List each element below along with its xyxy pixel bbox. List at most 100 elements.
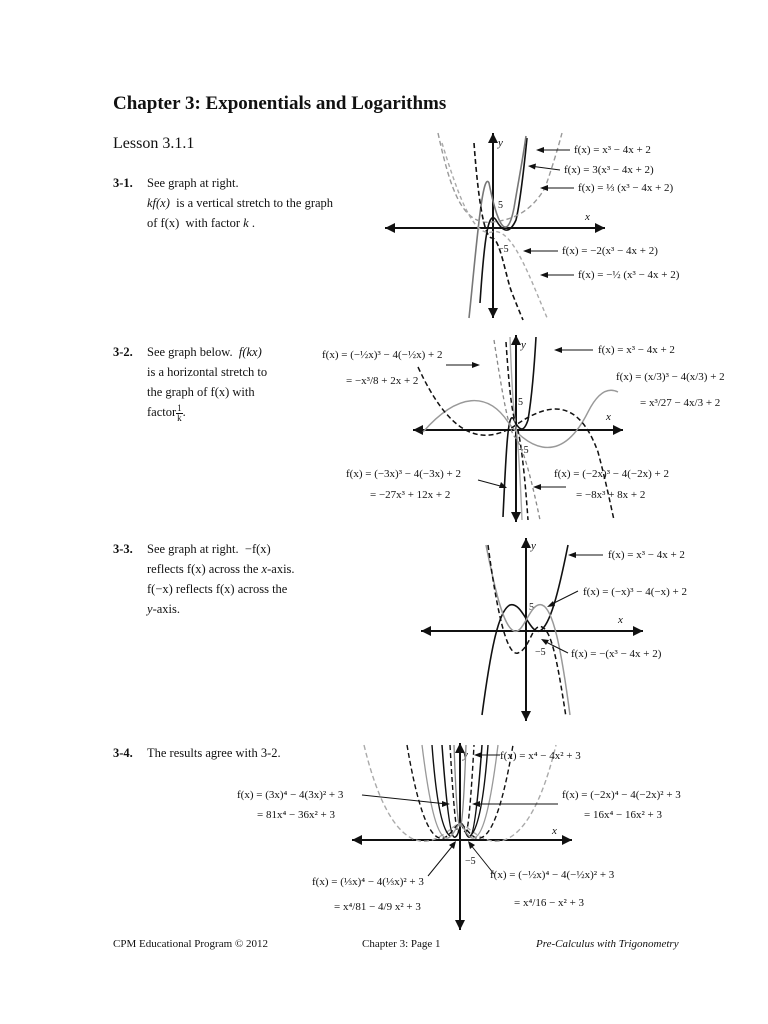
y-axis-label: y bbox=[530, 540, 536, 552]
problem-line: reflects bbox=[175, 582, 213, 596]
curve-neg-half bbox=[441, 142, 549, 321]
curve-label: f(x) = x⁴ − 4x² + 3 bbox=[500, 750, 581, 762]
curve-neg-2x bbox=[505, 341, 529, 521]
graph-3-3: y x 5 −5 f(x) = x³ − 4x + 2 f(x) = (−x)³… bbox=[421, 538, 687, 721]
curve-label: f(x) = ⅓ (x³ − 4x + 2) bbox=[578, 182, 674, 194]
y-axis-arrow-bottom bbox=[511, 512, 521, 522]
y-axis-arrow-top bbox=[511, 335, 521, 345]
arrowhead bbox=[474, 752, 482, 758]
curve-label: f(x) = 3(x³ − 4x + 2) bbox=[564, 164, 654, 176]
x-axis-arrow-right bbox=[562, 835, 572, 845]
tick-label: 5 bbox=[498, 200, 503, 211]
x-axis-arrow-right bbox=[613, 425, 623, 435]
leader-arrow bbox=[469, 843, 495, 875]
problem-line: See graph below. bbox=[147, 345, 233, 359]
leader-arrow bbox=[361, 794, 448, 805]
x-axis-arrow-left bbox=[413, 425, 423, 435]
problem-line: factor bbox=[147, 405, 177, 419]
curve-label: f(x) = −(x³ − 4x + 2) bbox=[571, 648, 662, 660]
leader-arrow bbox=[427, 843, 455, 877]
x-axis-label: x bbox=[551, 825, 557, 837]
arrowhead bbox=[472, 362, 480, 368]
problem-3-2: 3-2. See graph below. f(kx) is a horizon… bbox=[113, 342, 313, 422]
y-axis-arrow-bottom bbox=[488, 308, 498, 318]
arrowhead bbox=[554, 347, 562, 353]
chapter-title: Chapter 3: Exponentials and Logarithms bbox=[113, 93, 447, 114]
x-axis-label: x bbox=[605, 411, 611, 423]
arrowhead bbox=[536, 147, 544, 153]
curve-label: f(x) = (−3x)³ − 4(−3x) + 2 bbox=[346, 468, 461, 480]
curve-neg-3x bbox=[509, 336, 523, 521]
curve-neg-2 bbox=[473, 142, 524, 321]
leader-arrow bbox=[543, 640, 569, 654]
curve-stretch-3 bbox=[468, 135, 527, 319]
problem-3-3: 3-3. See graph at right. −f(x) reflects … bbox=[113, 539, 383, 619]
curve-label: = x³/27 − 4x/3 + 2 bbox=[640, 397, 720, 409]
curve-stretch-third bbox=[437, 132, 563, 223]
curve-label: f(x) = −½ (x³ − 4x + 2) bbox=[578, 269, 680, 281]
leader-arrow bbox=[549, 590, 579, 606]
footer-publisher: CPM Educational Program © 2012 bbox=[113, 938, 269, 950]
problem-line: See graph at right. bbox=[147, 542, 239, 556]
math-expression: x bbox=[261, 562, 268, 576]
curve-label: f(x) = x³ − 4x + 2 bbox=[574, 144, 651, 156]
curve-3x bbox=[453, 744, 467, 827]
curve-label: f(x) = (−x)³ − 4(−x) + 2 bbox=[583, 586, 687, 598]
arrowhead bbox=[568, 552, 576, 558]
problem-line: is a vertical stretch to the graph bbox=[176, 196, 334, 210]
curve-label: f(x) = x³ − 4x + 2 bbox=[608, 549, 685, 561]
problem-line: The results agree with 3-2. bbox=[147, 746, 281, 760]
x-axis-arrow-right bbox=[633, 626, 643, 636]
math-expression: −f(x) bbox=[244, 542, 271, 556]
curve-right-outer bbox=[469, 744, 489, 837]
tick-label: −5 bbox=[535, 647, 546, 658]
x-axis-label: x bbox=[584, 211, 590, 223]
x-axis-label: x bbox=[617, 614, 623, 626]
problem-line: the graph of bbox=[147, 385, 208, 399]
arrowhead bbox=[533, 484, 541, 490]
leader-arrow bbox=[477, 479, 505, 488]
problem-line: reflects bbox=[147, 562, 184, 576]
curve-label: f(x) = (−½x)³ − 4(−½x) + 2 bbox=[322, 349, 442, 361]
math-expression: k bbox=[243, 216, 249, 230]
arrowhead bbox=[528, 163, 536, 170]
curve-left-outer bbox=[431, 744, 451, 837]
tick-label: −5 bbox=[465, 856, 476, 867]
curve-label: = −x³/8 + 2x + 2 bbox=[346, 375, 418, 387]
curve-label: f(x) = (−½x)⁴ − 4(−½x)² + 3 bbox=[490, 869, 615, 881]
arrowhead bbox=[472, 801, 480, 807]
problem-number: 3-3. bbox=[113, 542, 133, 556]
arrowhead bbox=[499, 482, 507, 488]
problem-number: 3-2. bbox=[113, 345, 133, 359]
curve-alt-gray bbox=[493, 339, 541, 521]
y-axis-label: y bbox=[520, 339, 526, 351]
curve-label: = 16x⁴ − 16x² + 3 bbox=[584, 809, 662, 821]
problem-line: -axis. bbox=[152, 602, 180, 616]
problem-line: with factor bbox=[185, 216, 241, 230]
math-expression: of f(x) bbox=[147, 216, 180, 230]
math-expression: f(−x) bbox=[147, 582, 173, 596]
curve-label: = 81x⁴ − 36x² + 3 bbox=[257, 809, 335, 821]
problem-line: is a horizontal stretch to bbox=[147, 365, 268, 379]
graph-3-2: y x 5 −5 f(x) = (−½x)³ − 4(−½x) + 2 = −x… bbox=[322, 335, 725, 522]
x-axis-arrow-right bbox=[595, 223, 605, 233]
curve-gray-mid bbox=[421, 744, 499, 839]
y-axis-arrow-bottom bbox=[521, 711, 531, 721]
curve-label: f(x) = (x/3)³ − 4(x/3) + 2 bbox=[616, 371, 725, 383]
tick-label: −5 bbox=[498, 244, 509, 255]
curve-label: f(x) = (3x)⁴ − 4(3x)² + 3 bbox=[237, 789, 344, 801]
x-axis-arrow-left bbox=[352, 835, 362, 845]
arrowhead bbox=[547, 601, 555, 607]
arrowhead bbox=[541, 639, 549, 645]
math-expression: f(x) bbox=[186, 562, 206, 576]
y-axis-arrow-top bbox=[455, 743, 465, 753]
curve-label: f(x) = (−2x)⁴ − 4(−2x)² + 3 bbox=[562, 789, 681, 801]
x-axis-arrow-left bbox=[385, 223, 395, 233]
problem-number: 3-4. bbox=[113, 746, 133, 760]
curve-neg-half-x bbox=[406, 744, 514, 839]
math-expression: y bbox=[147, 602, 153, 616]
graph-3-4: y x −5 f(x) = x⁴ − 4x² + 3 f(x) = (3x)⁴ … bbox=[237, 743, 681, 930]
problem-line: -axis. bbox=[267, 562, 295, 576]
tick-label: 5 bbox=[529, 602, 534, 613]
arrowhead bbox=[449, 841, 456, 849]
